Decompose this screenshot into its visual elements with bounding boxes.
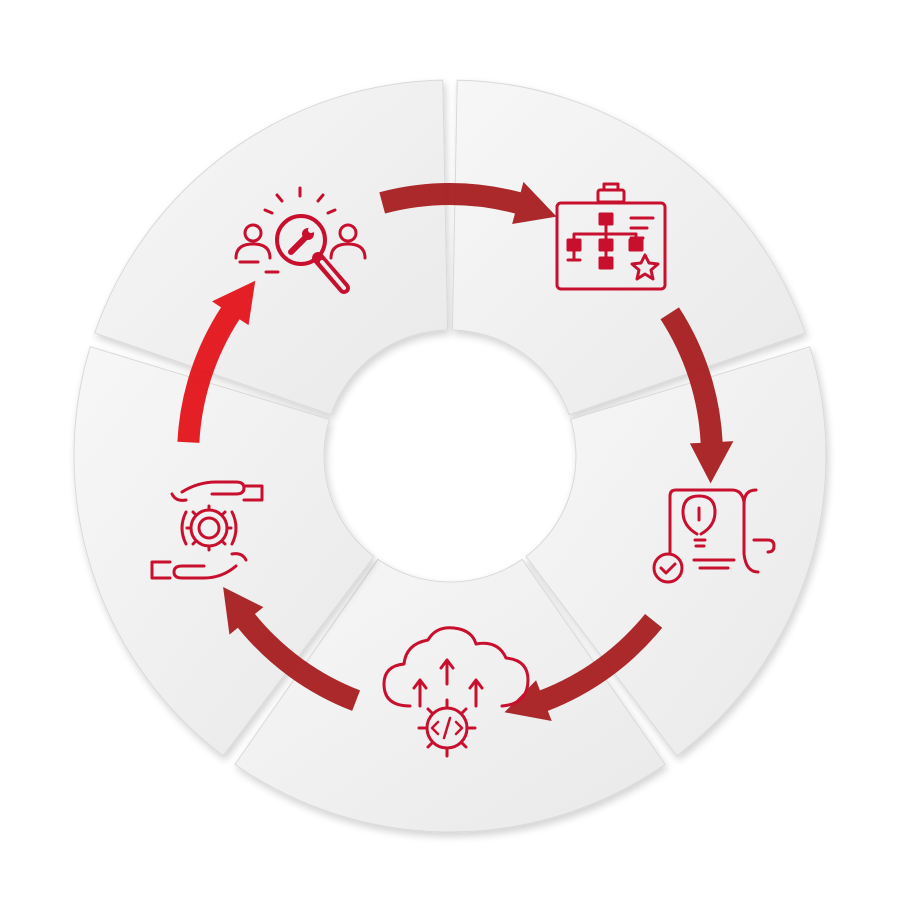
segment-development <box>234 558 666 833</box>
team-search-wrench-icon <box>234 186 367 294</box>
lightbulb-document-approved-icon <box>652 488 776 584</box>
hands-gear-support-icon <box>150 480 264 580</box>
arrow-analysis-to-planning <box>379 181 557 224</box>
cloud-code-gear-deploy-icon <box>382 626 530 758</box>
segment-analysis <box>94 79 449 416</box>
arrow-planning-to-design <box>660 307 734 484</box>
segments-group <box>73 79 827 833</box>
segment-maintenance <box>73 346 375 757</box>
arrow-development-to-maintenance <box>223 587 361 711</box>
arrow-maintenance-to-analysis <box>177 280 256 443</box>
arrow-design-to-development <box>504 613 663 721</box>
clipboard-org-chart-star-icon <box>555 182 667 291</box>
arrows-group <box>177 181 734 721</box>
segment-design <box>525 346 827 757</box>
